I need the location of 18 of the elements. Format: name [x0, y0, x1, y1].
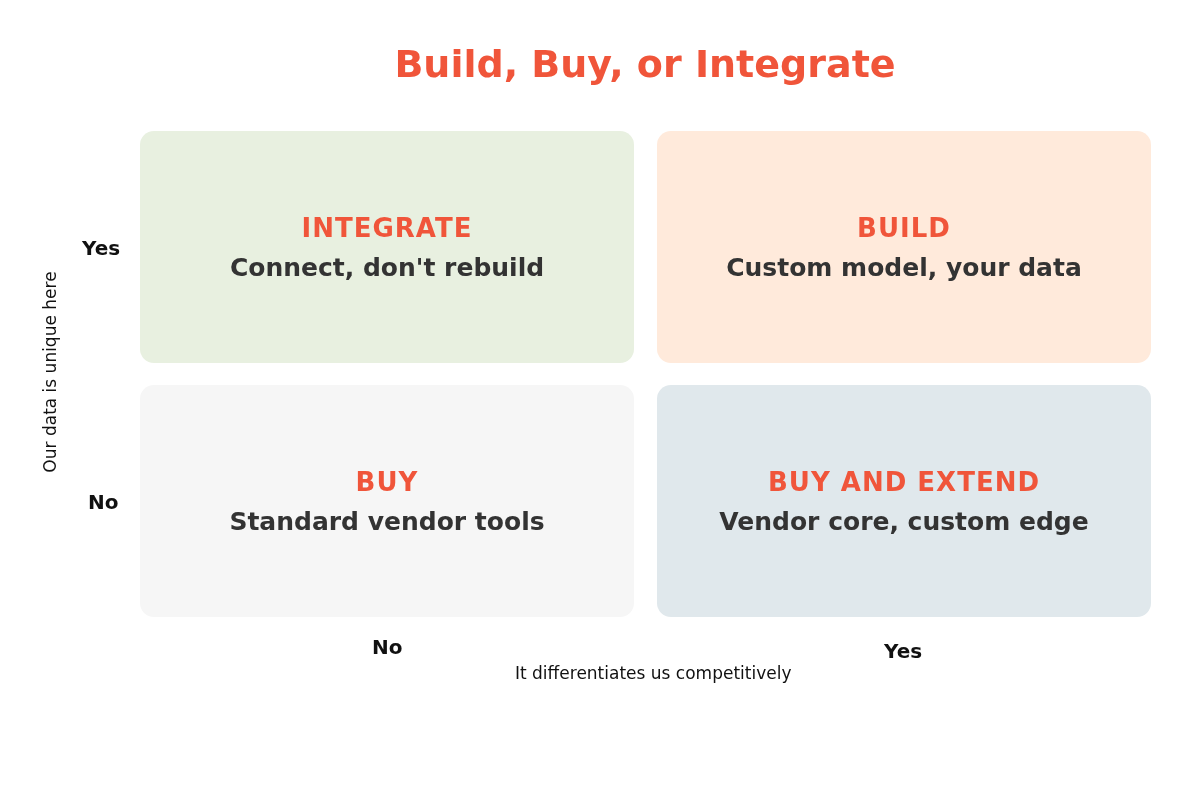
- quadrant-description: Custom model, your data: [726, 252, 1082, 282]
- axis-value: No: [88, 490, 119, 514]
- quadrant-heading: BUILD: [857, 212, 951, 243]
- quadrant-heading: BUY: [355, 466, 419, 497]
- axis-value: Yes: [884, 639, 923, 663]
- quadrant-heading: BUY AND EXTEND: [768, 466, 1040, 497]
- quadrant-box: [140, 131, 634, 363]
- axis-title: Our data is unique here: [40, 270, 60, 475]
- quadrant-description: Standard vendor tools: [229, 506, 545, 536]
- axis-value: Yes: [82, 236, 121, 260]
- quadrant-description: Connect, don't rebuild: [229, 252, 545, 282]
- quadrant-box: [657, 385, 1151, 617]
- quadrant-description: Vendor core, custom edge: [719, 506, 1089, 536]
- quadrant-heading: INTEGRATE: [301, 212, 473, 243]
- axis-value: No: [372, 635, 403, 659]
- axis-title: It differentiates us competitively: [515, 663, 792, 683]
- title: Build, Buy, or Integrate: [393, 42, 897, 86]
- quadrant-box: [657, 131, 1151, 363]
